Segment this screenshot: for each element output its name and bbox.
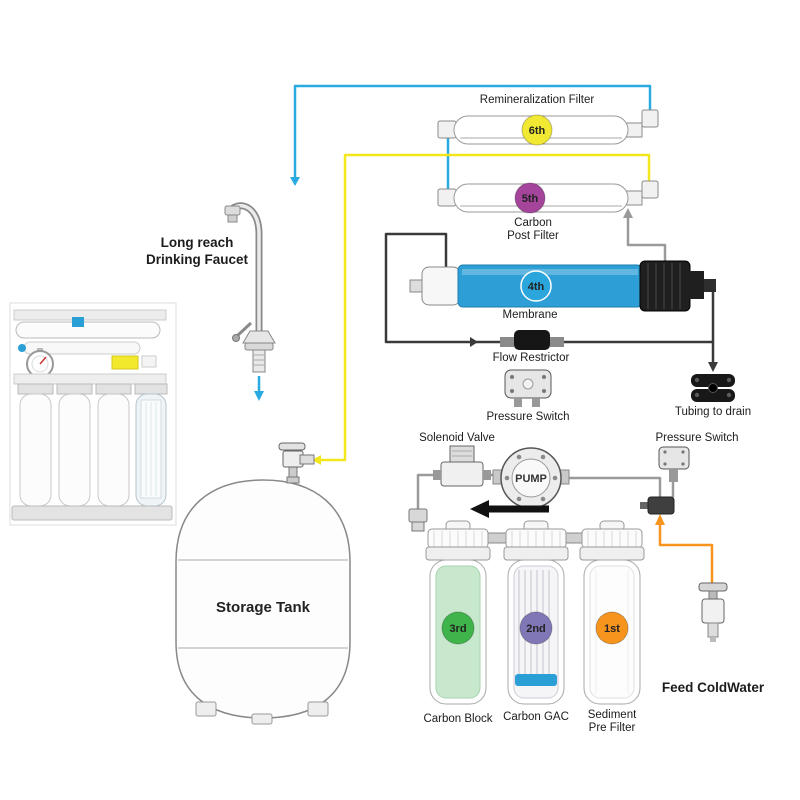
photo-yellow-label	[111, 355, 139, 370]
stage3-badge-label: 3rd	[449, 623, 466, 635]
pump: PUMP	[492, 447, 570, 509]
tube-feed-orange	[658, 525, 714, 589]
tube-drain-arrow	[708, 362, 718, 372]
tube-filters-to-solenoid-gray	[416, 473, 433, 513]
faucet-outlet-arrow	[254, 391, 264, 401]
tube-restrictor-arrow	[470, 337, 478, 347]
remineralization-label: Remineralization Filter	[480, 94, 595, 106]
tube-concentrate-dark	[704, 284, 715, 342]
feed-inlet-fitting	[640, 496, 675, 515]
stage6-badge-label: 6th	[529, 125, 546, 137]
tube-faucet-blue	[293, 84, 652, 177]
stage2-badge-label: 2nd	[526, 623, 546, 635]
tube-tank-yellow	[321, 153, 651, 462]
stage4-badge	[520, 270, 552, 302]
gac-blue-band	[515, 674, 557, 686]
sediment-housing: 1st Sediment Pre Filter	[579, 520, 645, 734]
carbon-post-label-line2: Post Filter	[507, 230, 559, 242]
carbon-gac-label: Carbon GAC	[503, 711, 569, 723]
drain-label: Tubing to drain	[675, 406, 751, 418]
tube-membrane-to-postfilter-gray	[626, 217, 667, 263]
flow-restrictor-label: Flow Restrictor	[493, 352, 570, 364]
stage6-badge	[521, 114, 553, 146]
feed-valve: Feed ColdWater	[662, 582, 765, 695]
pressure-gauge-icon	[26, 348, 54, 378]
stage5-badge	[514, 182, 546, 214]
pressure-switch-mid: Pressure Switch	[486, 369, 570, 423]
carbon-post-label-line1: Carbon	[514, 217, 552, 229]
feed-label: Feed ColdWater	[662, 680, 765, 695]
pump-label: PUMP	[515, 473, 547, 485]
filter-connector-1	[487, 532, 507, 544]
storage-tank-label: Storage Tank	[216, 599, 311, 616]
carbon-block-housing: 3rd Carbon Block	[423, 520, 493, 725]
sediment-label-line1: Sediment	[588, 709, 637, 721]
stage2-badge	[519, 611, 553, 645]
feed-valve-handle	[698, 582, 728, 592]
tube-drain-dark	[563, 340, 715, 363]
carbon-gac-housing: 2nd Carbon GAC	[503, 520, 569, 723]
tube-pump-to-feed-fitting-gray	[569, 476, 662, 497]
stage4-badge-label: 4th	[528, 281, 545, 293]
flow-direction-arrow-head	[470, 500, 489, 518]
storage-tank: Storage Tank	[175, 442, 351, 725]
tube-membrane-to-postfilter-arrow	[623, 208, 633, 218]
remineralization-filter: 6th Remineralization Filter	[437, 94, 659, 146]
sediment-label-line2: Pre Filter	[589, 722, 636, 734]
tube-faucet-blue-arrow	[290, 177, 300, 186]
pressure-switch-mid-label: Pressure Switch	[486, 411, 569, 423]
drain-saddle-clamp: Tubing to drain	[675, 374, 751, 418]
flow-restrictor: Flow Restrictor	[493, 330, 570, 364]
membrane-label: Membrane	[503, 309, 558, 321]
filters-inlet-elbow	[408, 508, 428, 532]
filter-connector-2	[565, 532, 583, 544]
product-photo	[9, 302, 177, 526]
solenoid-label: Solenoid Valve	[419, 432, 495, 444]
pressure-switch-feed: Pressure Switch	[655, 432, 739, 482]
membrane-housing: 4th Membrane	[409, 260, 716, 321]
faucet-label-line2: Drinking Faucet	[146, 252, 249, 267]
tank-ball-valve	[278, 442, 315, 484]
tube-tank-yellow-arrow	[312, 455, 321, 465]
tube-membrane-loop-dark	[384, 232, 501, 344]
solenoid-valve: Solenoid Valve	[419, 432, 495, 487]
tube-feed-orange-arrow	[655, 514, 665, 525]
faucet-label-line1: Long reach	[161, 235, 234, 250]
stage1-badge	[595, 611, 629, 645]
carbon-block-label: Carbon Block	[423, 713, 492, 725]
carbon-post-filter: 5th Carbon Post Filter	[437, 180, 659, 242]
stage1-badge-label: 1st	[604, 623, 620, 635]
stage3-badge	[441, 611, 475, 645]
photo-blue-valve	[72, 317, 84, 327]
faucet-handle	[235, 321, 253, 338]
pressure-switch-feed-label: Pressure Switch	[655, 432, 738, 444]
drinking-faucet: Long reach Drinking Faucet	[146, 202, 276, 401]
stage5-badge-label: 5th	[522, 193, 539, 205]
